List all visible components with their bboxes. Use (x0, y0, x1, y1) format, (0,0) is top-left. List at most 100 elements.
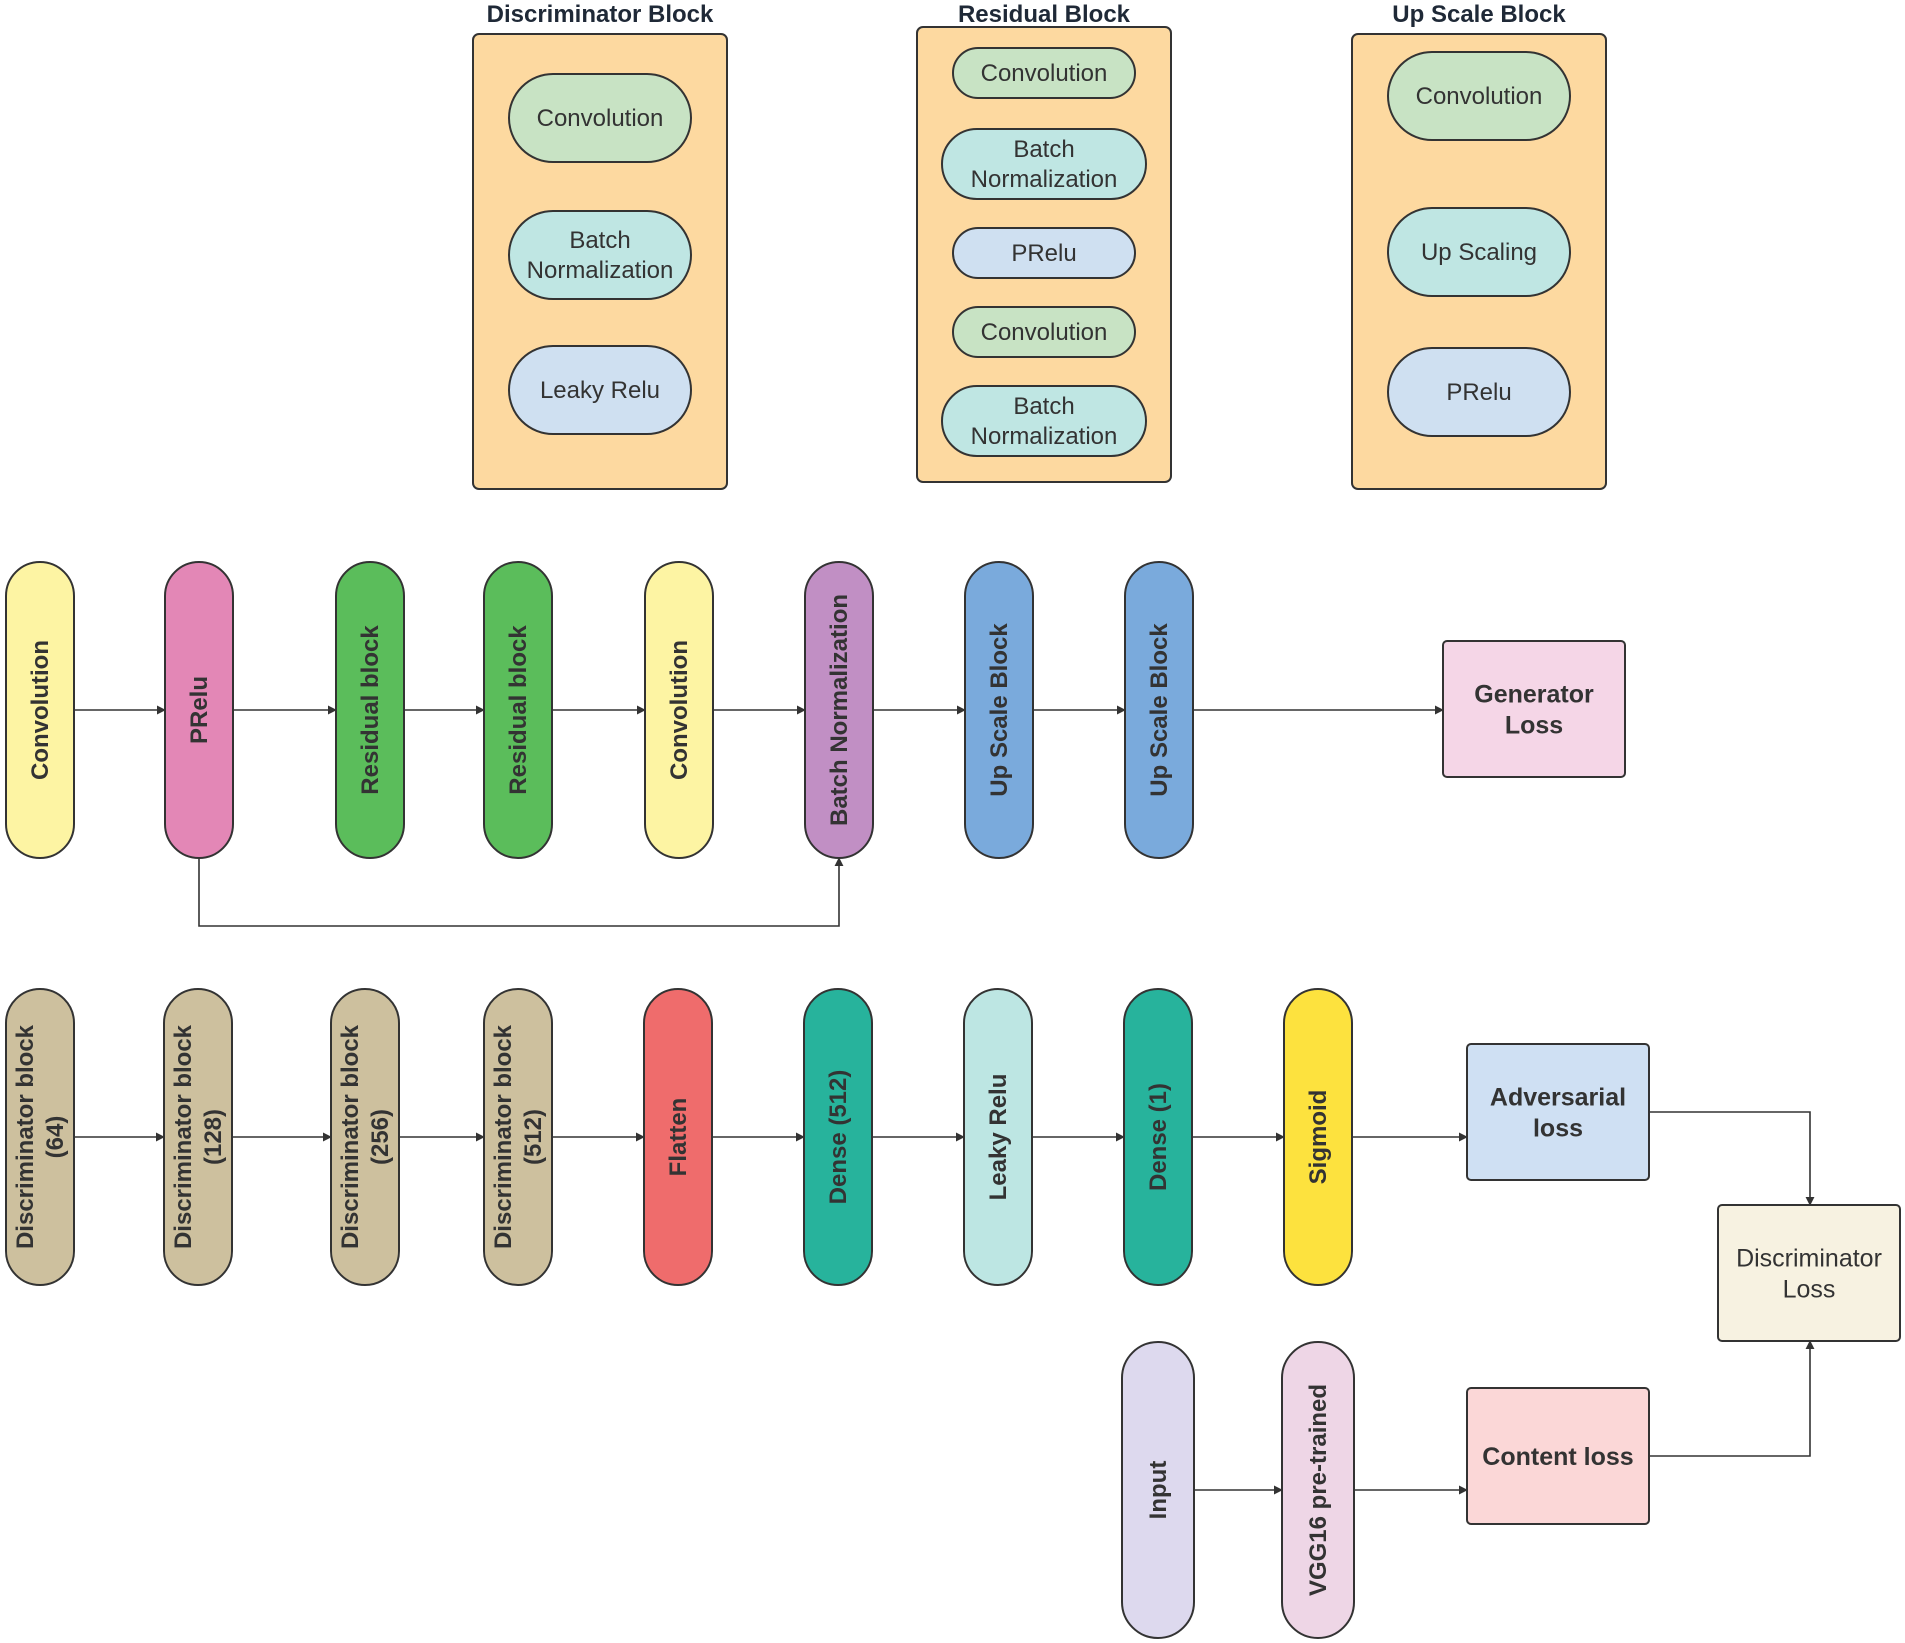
upscale-node-label-0: Convolution (1416, 83, 1543, 110)
upscale-node-1 (1387, 207, 1571, 297)
label-line: Dense (512) (825, 1070, 852, 1205)
label-line: Convolution (537, 105, 664, 132)
label-line: Normalization (971, 166, 1118, 193)
generator-pill-2-label: Residual block (357, 625, 384, 795)
label-line: PRelu (1446, 379, 1511, 406)
label-line: Flatten (665, 1098, 692, 1177)
discriminator-node-1 (508, 210, 692, 300)
discriminator-loss-box (1717, 1204, 1901, 1342)
label-line: VGG16 pre-trained (1305, 1384, 1332, 1596)
content-pill-0-label: Input (1145, 1461, 1172, 1520)
upscale-node-0 (1387, 51, 1571, 141)
content-pill-1 (1281, 1341, 1355, 1639)
label-line: Loss (1505, 712, 1563, 740)
upscale-block-title: Up Scale Block (1392, 1, 1566, 28)
discriminator-node-0 (508, 73, 692, 163)
generator-pill-7-label: Up Scale Block (1146, 623, 1173, 797)
residual-node-label-0: Convolution (981, 60, 1108, 87)
generator-pill-0 (5, 561, 75, 859)
label-line: Up Scaling (1421, 239, 1537, 266)
label-line: Discriminator (1736, 1245, 1882, 1273)
residual-node-label-3: Convolution (981, 319, 1108, 346)
label-line: (256) (367, 1109, 394, 1165)
generator-pill-6 (964, 561, 1034, 859)
generator-pill-5 (804, 561, 874, 859)
label-line: Discriminator block (490, 1024, 517, 1249)
generator-pill-3-label: Residual block (505, 625, 532, 795)
label-line: loss (1533, 1115, 1583, 1143)
generator-pill-1 (164, 561, 234, 859)
label-line: Normalization (527, 257, 674, 284)
skip-connection-arrow (198, 857, 844, 927)
label-line: Generator (1474, 681, 1594, 709)
generator-loss-box (1442, 640, 1626, 778)
discriminator-pill-3-label: Discriminator block(512) (490, 1024, 547, 1249)
label-line: Leaky Relu (540, 377, 660, 404)
generator-pill-3 (483, 561, 553, 859)
discriminator-node-label-2: Leaky Relu (540, 377, 660, 404)
residual-node-label-2: PRelu (1011, 240, 1076, 267)
residual-node-1 (941, 128, 1147, 200)
label-line: Sigmoid (1305, 1090, 1332, 1185)
label-line: Loss (1783, 1276, 1836, 1304)
content-loss-box (1466, 1387, 1650, 1525)
label-line: Residual block (357, 625, 384, 795)
discriminator-pill-4-label: Flatten (665, 1098, 692, 1177)
residual-node-4 (941, 385, 1147, 457)
upscale-node-label-1: Up Scaling (1421, 239, 1537, 266)
discriminator-pill-8 (1283, 988, 1353, 1286)
label-line: Convolution (27, 640, 54, 780)
discriminator-pill-6-label: Leaky Relu (985, 1074, 1012, 1201)
discriminator-pill-8-label: Sigmoid (1305, 1090, 1332, 1185)
discriminator-pill-6 (963, 988, 1033, 1286)
content-pill-1-label: VGG16 pre-trained (1305, 1384, 1332, 1596)
discriminator-node-label-0: Convolution (537, 105, 664, 132)
upscale-node-label-2: PRelu (1446, 379, 1511, 406)
content-loss-box-label: Content loss (1482, 1443, 1633, 1471)
discriminator-node-2 (508, 345, 692, 435)
label-line: Input (1145, 1461, 1172, 1520)
label-line: Discriminator block (170, 1024, 197, 1249)
content-to-discloss-arrow (1649, 1340, 1815, 1457)
label-line: Up Scale Block (1146, 623, 1173, 797)
residual-node-3 (952, 306, 1136, 358)
label-line: Content loss (1482, 1443, 1633, 1471)
label-line: Batch (569, 227, 630, 254)
generator-pill-7 (1124, 561, 1194, 859)
label-line: PRelu (1011, 240, 1076, 267)
label-line: Up Scale Block (986, 623, 1013, 797)
label-line: Discriminator block (337, 1024, 364, 1249)
discriminator-block-title: Discriminator Block (487, 1, 714, 28)
label-line: Convolution (1416, 83, 1543, 110)
discriminator-pill-5-label: Dense (512) (825, 1070, 852, 1205)
label-line: Normalization (971, 423, 1118, 450)
discriminator-pill-7 (1123, 988, 1193, 1286)
content-pill-0 (1121, 1341, 1195, 1639)
label-line: (64) (42, 1116, 69, 1159)
adversarial-to-discloss-arrow (1649, 1111, 1815, 1206)
generator-pill-4-label: Convolution (666, 640, 693, 780)
upscale-node-2 (1387, 347, 1571, 437)
discriminator-pill-5 (803, 988, 873, 1286)
generator-pill-6-label: Up Scale Block (986, 623, 1013, 797)
label-line: Dense (1) (1145, 1083, 1172, 1191)
generator-pill-0-label: Convolution (27, 640, 54, 780)
label-line: Convolution (981, 60, 1108, 87)
label-line: Discriminator block (12, 1024, 39, 1249)
label-line: Batch Normalization (826, 594, 853, 826)
label-line: (128) (200, 1109, 227, 1165)
generator-pill-5-label: Batch Normalization (826, 594, 853, 826)
generator-pill-1-label: PRelu (186, 676, 213, 744)
discriminator-pill-0-label: Discriminator block(64) (12, 1024, 69, 1249)
generator-pill-4 (644, 561, 714, 859)
label-line: Batch (1013, 136, 1074, 163)
adversarial-loss-box (1466, 1043, 1650, 1181)
discriminator-pill-3 (483, 988, 553, 1286)
